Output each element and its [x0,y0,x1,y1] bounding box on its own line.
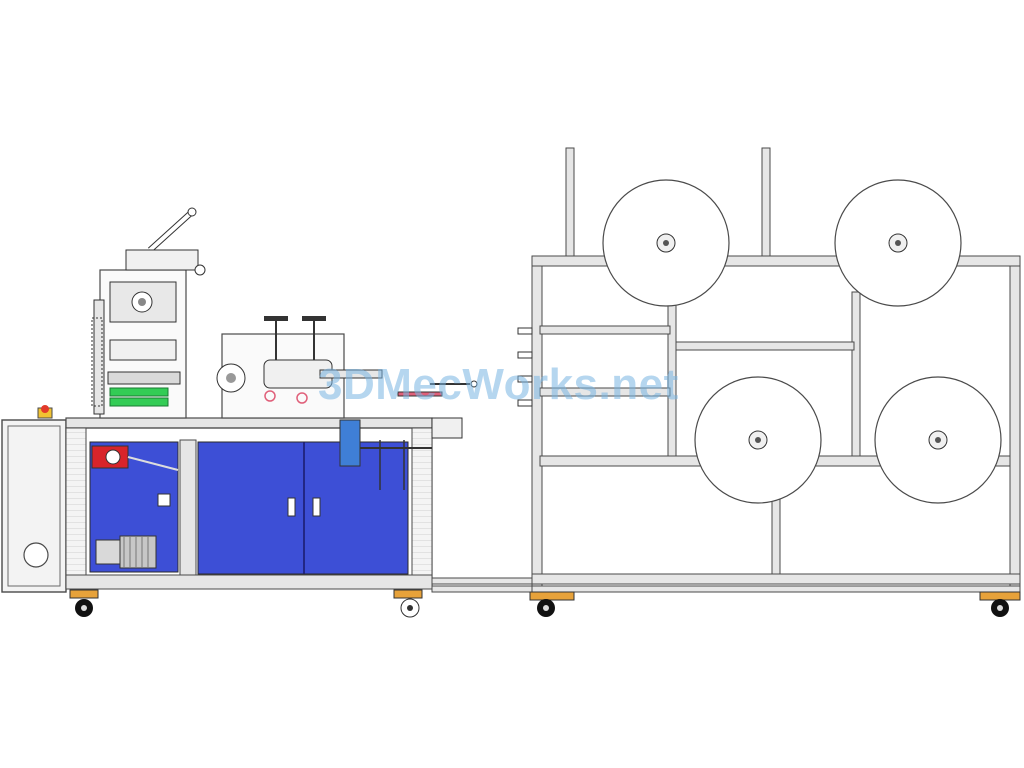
green-roller-1 [109,387,169,397]
reel-4 [874,376,1002,504]
handwheel-left [264,316,288,321]
blue-cylinder [339,419,361,467]
connecting-rail [431,577,533,593]
door-handle-left [287,497,296,517]
right-blue-door [197,441,409,575]
caster-left [69,589,99,617]
roller-station [91,207,206,419]
stand-caster-left [529,591,575,617]
reel-3 [694,376,822,504]
welding-station [216,316,478,490]
handwheel-right [302,316,326,321]
control-cabinet [1,405,67,593]
reel-1 [602,179,730,307]
watermark-text: 3DMecWorks.net [318,360,679,409]
green-roller-2 [109,397,169,407]
mask-machine-body [65,417,433,618]
emergency-stop-button [41,405,49,413]
reel-2 [834,179,962,307]
caster-right [393,589,423,618]
door-handle-right [312,497,321,517]
drive-motor [95,535,157,569]
material-unwind-stand [517,147,1021,617]
cabinet-port [23,542,49,568]
stand-caster-right [979,591,1021,617]
